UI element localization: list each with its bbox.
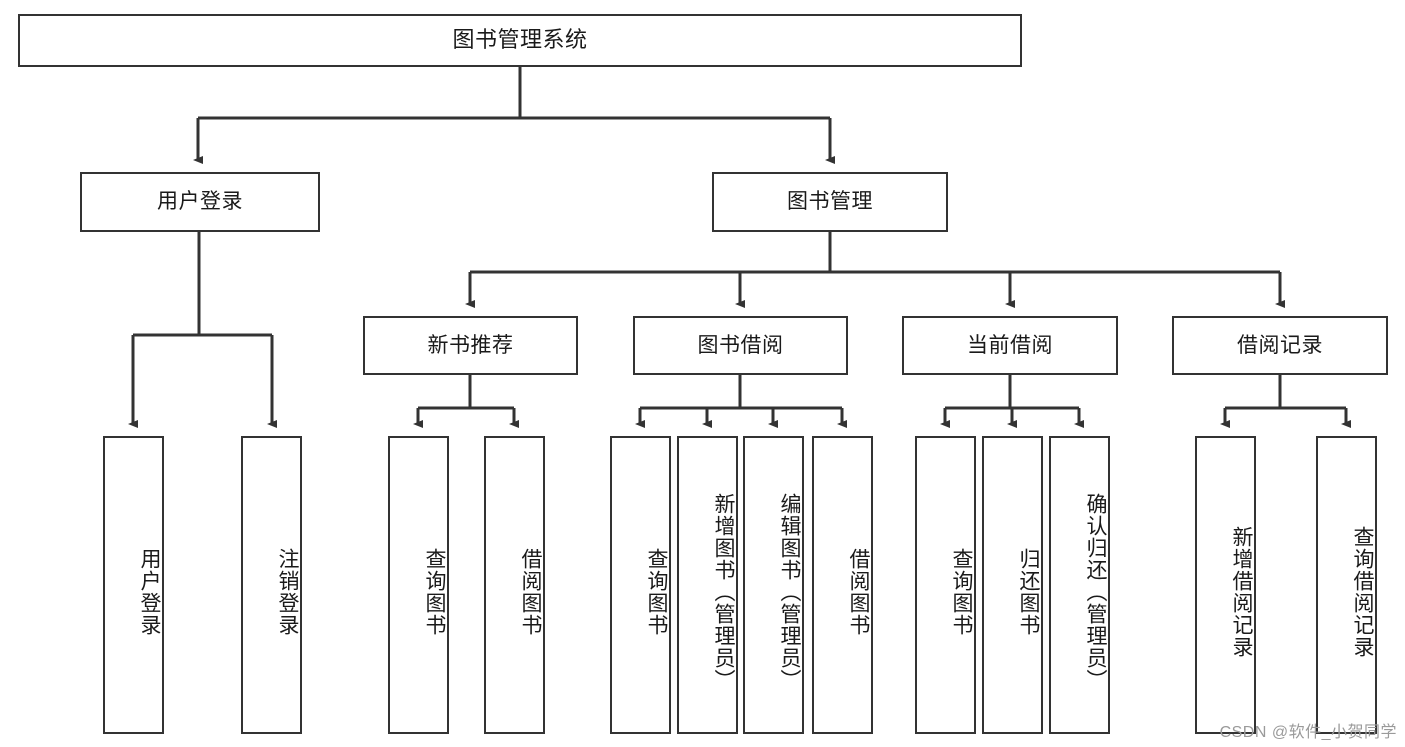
node-new-book-rec-label: 新书推荐 <box>427 333 514 357</box>
node-current-borrow[interactable]: 当前借阅 <box>902 316 1118 375</box>
node-leaf-confirm-return[interactable]: 确认归还（管理员） <box>1049 436 1110 734</box>
node-leaf-edit-book-label: 编辑图书（管理员） <box>778 493 801 691</box>
node-borrow-record[interactable]: 借阅记录 <box>1172 316 1388 375</box>
watermark: CSDN @软件_小贺同学 <box>1219 724 1397 741</box>
node-leaf-return-book[interactable]: 归还图书 <box>982 436 1043 734</box>
node-root-label: 图书管理系统 <box>452 27 588 53</box>
node-book-manage-label: 图书管理 <box>787 190 873 214</box>
node-root[interactable]: 图书管理系统 <box>18 14 1022 67</box>
node-user-login-label: 用户登录 <box>157 190 243 214</box>
node-leaf-borrow-book-2-label: 借阅图书 <box>847 548 870 636</box>
node-current-borrow-label: 当前借阅 <box>967 333 1053 357</box>
node-leaf-query-book-1-label: 查询图书 <box>423 548 446 636</box>
node-leaf-borrow-book-1[interactable]: 借阅图书 <box>484 436 545 734</box>
node-leaf-user-login[interactable]: 用户登录 <box>103 436 164 734</box>
node-leaf-query-record[interactable]: 查询借阅记录 <box>1316 436 1377 734</box>
node-new-book-rec[interactable]: 新书推荐 <box>363 316 578 375</box>
node-book-borrow-label: 图书借阅 <box>697 333 784 357</box>
node-leaf-borrow-book-2[interactable]: 借阅图书 <box>812 436 873 734</box>
node-leaf-logout-login-label: 注销登录 <box>276 548 299 636</box>
node-leaf-user-login-label: 用户登录 <box>138 548 161 636</box>
node-leaf-query-book-2-label: 查询图书 <box>645 548 668 636</box>
node-book-borrow[interactable]: 图书借阅 <box>633 316 848 375</box>
node-leaf-query-book-3-label: 查询图书 <box>950 548 973 636</box>
node-leaf-query-record-label: 查询借阅记录 <box>1351 526 1374 658</box>
node-book-manage[interactable]: 图书管理 <box>712 172 948 232</box>
node-user-login[interactable]: 用户登录 <box>80 172 320 232</box>
node-leaf-query-book-2[interactable]: 查询图书 <box>610 436 671 734</box>
node-borrow-record-label: 借阅记录 <box>1237 333 1323 357</box>
node-leaf-borrow-book-1-label: 借阅图书 <box>519 548 542 636</box>
node-leaf-add-book[interactable]: 新增图书（管理员） <box>677 436 738 734</box>
node-leaf-add-book-label: 新增图书（管理员） <box>712 493 735 691</box>
node-leaf-query-book-3[interactable]: 查询图书 <box>915 436 976 734</box>
node-leaf-return-book-label: 归还图书 <box>1017 548 1040 636</box>
node-leaf-query-book-1[interactable]: 查询图书 <box>388 436 449 734</box>
node-leaf-edit-book[interactable]: 编辑图书（管理员） <box>743 436 804 734</box>
node-leaf-confirm-return-label: 确认归还（管理员） <box>1084 493 1107 691</box>
node-leaf-add-record[interactable]: 新增借阅记录 <box>1195 436 1256 734</box>
node-leaf-logout-login[interactable]: 注销登录 <box>241 436 302 734</box>
node-leaf-add-record-label: 新增借阅记录 <box>1230 526 1253 658</box>
